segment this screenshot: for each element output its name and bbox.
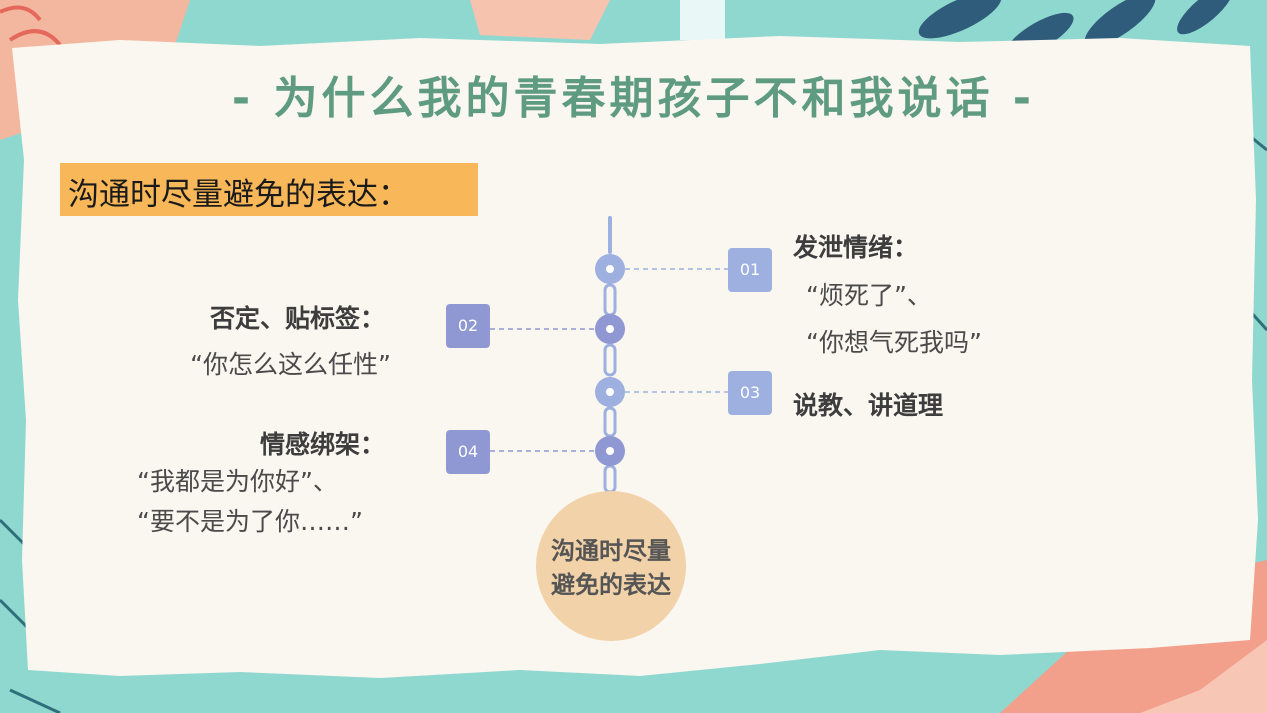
item-04-quote-line2: “要不是为了你……” [137,507,363,536]
timeline-dot-center [606,388,614,396]
item-04-heading: 情感绑架： [259,430,385,459]
badge-02: 02 [446,304,490,348]
slide-title: - 为什么我的青春期孩子不和我说话 - [231,73,1036,124]
chain-link [603,406,617,438]
chain-link [603,464,617,494]
chain-link [603,283,617,317]
item-01-quote-line2: “你想气死我吗” [806,328,982,357]
timeline-dot-center [606,265,614,273]
subtitle-highlight [60,163,478,216]
leaf-decoration [1084,0,1156,47]
white-tape-top [680,0,725,40]
center-circle [536,491,686,641]
center-label-line1: 沟通时尽量 [551,537,671,565]
chain-link [603,343,617,377]
peach-scrap-top [470,0,610,40]
item-02-quote-line1: “你怎么这么任性” [190,350,391,379]
item-04-quote-line1: “我都是为你好”、 [137,467,338,496]
item-03-heading: 说教、讲道理 [793,391,944,420]
scribble-decoration [0,5,62,47]
subtitle: 沟通时尽量避免的表达： [68,177,409,213]
item-01-quote-line1: “烦死了”、 [806,281,932,310]
badge-04: 04 [446,430,490,474]
badge-03: 03 [728,371,772,415]
timeline-dot-center [606,325,614,333]
leaf-decoration [1177,0,1233,35]
timeline-dot-center [606,447,614,455]
peach-scrap-bottom [1140,640,1267,713]
center-label: 沟通时尽量 避免的表达 [536,534,686,602]
leaf-decoration [918,0,1002,39]
center-label-line2: 避免的表达 [551,571,671,599]
item-01-heading: 发泄情绪： [793,233,919,262]
item-02-heading: 否定、贴标签： [209,304,385,333]
badge-01: 01 [728,248,772,292]
